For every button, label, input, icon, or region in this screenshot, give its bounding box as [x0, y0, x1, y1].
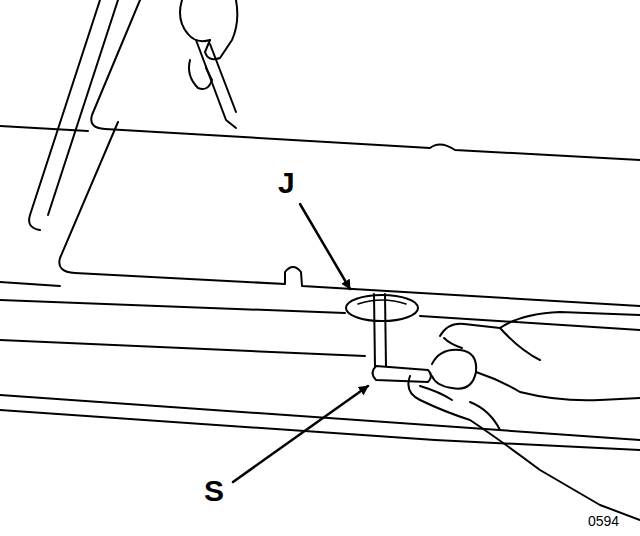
callout-letter: S — [204, 476, 224, 506]
figure-number: 0594 — [588, 514, 619, 528]
callout-letter: J — [278, 168, 295, 198]
